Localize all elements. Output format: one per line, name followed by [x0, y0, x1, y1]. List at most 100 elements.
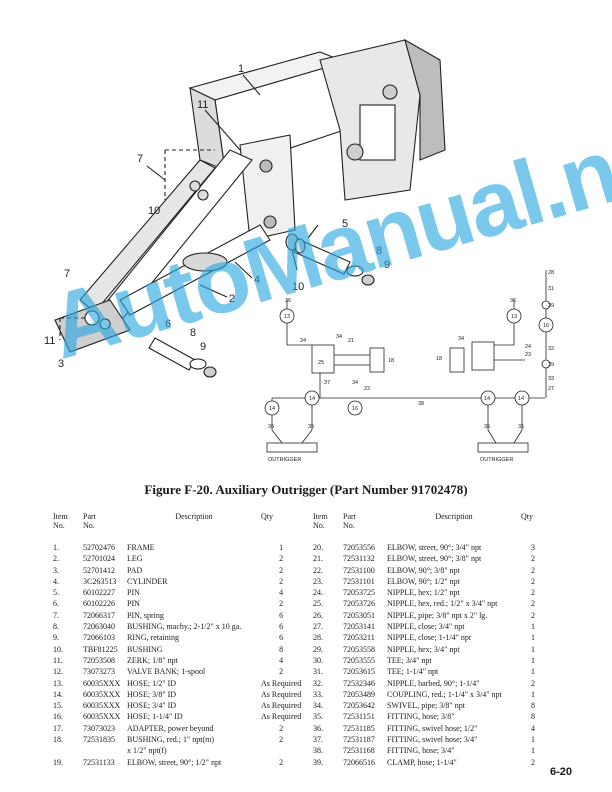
item-number: 17. [53, 723, 63, 733]
outrigger-diagram: 1 11 7 10 5 8 9 4 2 7 6 11 3 8 9 10 [44, 38, 554, 463]
svg-text:35: 35 [484, 424, 490, 430]
svg-text:34: 34 [352, 380, 358, 386]
svg-text:36: 36 [285, 298, 291, 304]
part-description: ADAPTER, power beyond [127, 723, 214, 733]
item-number: 28. [313, 633, 323, 643]
item-number: 8. [53, 622, 59, 632]
svg-text:25: 25 [318, 360, 324, 366]
part-description: TEE; 3/4" npt [387, 655, 432, 665]
part-number: 72066103 [83, 633, 115, 643]
part-description: CYLINDER [127, 576, 168, 586]
callout-label: 11 [197, 99, 208, 111]
part-description: LEG [127, 554, 143, 564]
part-qty: 2 [279, 757, 284, 767]
item-number: 24. [313, 588, 323, 598]
part-description: NIPPLE, hex; 3/4" npt [387, 644, 460, 654]
svg-text:34: 34 [336, 334, 342, 340]
part-number: 72053508 [83, 655, 115, 665]
part-number: 72053051 [343, 610, 375, 620]
part-number: 52701024 [83, 554, 115, 564]
item-number: 15. [53, 701, 63, 711]
part-description: BUSHING, machy.; 2-1/2" x 10 ga. [127, 622, 242, 632]
item-number: 34. [313, 701, 323, 711]
part-description: BUSHING [127, 644, 163, 654]
part-description: RING, retaining [127, 633, 179, 643]
part-description: CLAMP, hose; 1-1/4" [387, 757, 457, 767]
part-number: 60035XXX [83, 678, 121, 688]
part-description: ELBOW, street, 90°; 1/2" npt [127, 757, 222, 767]
part-number: 72053558 [343, 644, 375, 654]
diagram-callouts: 1 11 7 10 5 8 9 4 2 7 6 11 3 8 9 10 [44, 63, 390, 370]
part-number: 72066317 [83, 610, 115, 620]
svg-text:37: 37 [324, 380, 330, 386]
part-qty: 4 [279, 655, 284, 665]
part-description: FITTING, swivel hose; 1/2" [387, 723, 478, 733]
part-description: PIN [127, 588, 140, 598]
item-number: 11. [53, 655, 63, 665]
svg-text:23: 23 [525, 352, 531, 358]
callout-label: 9 [200, 341, 206, 353]
part-description: NIPPLE, hex; 1/2" npt [387, 588, 460, 598]
part-qty: 8 [531, 712, 535, 722]
item-number: 32. [313, 678, 323, 688]
part-description: FRAME [127, 543, 155, 552]
schematic-numbers: 36 13 24 34 21 25 18 37 34 22 14 14 16 3… [268, 270, 554, 463]
item-number: 36. [313, 723, 323, 733]
part-description: NIPPLE, barbed, 90°; 1-1/4" [387, 678, 480, 688]
part-qty: 2 [531, 554, 535, 564]
part-number: 72053489 [343, 689, 375, 699]
part-qty: 2 [279, 723, 284, 733]
svg-text:31: 31 [548, 286, 554, 292]
svg-text:34: 34 [458, 336, 464, 342]
part-qty: 6 [279, 610, 284, 620]
callout-label: 7 [64, 268, 70, 280]
item-number: 9. [53, 633, 59, 643]
item-number: 1. [53, 543, 59, 552]
header-description: Description [175, 512, 213, 521]
part-description: NIPPLE, close; 3/4" npt [387, 622, 465, 632]
part-qty: 2 [531, 610, 535, 620]
svg-text:13: 13 [284, 314, 290, 320]
part-number: 72531185 [343, 723, 375, 733]
outrigger-label-right: OUTRIGGER [480, 457, 513, 463]
item-number: 13. [53, 678, 63, 688]
item-number: 7. [53, 610, 59, 620]
part-description: VALVE BANK; 1-spool [127, 667, 206, 677]
item-number: 10. [53, 644, 63, 654]
callout-label: 4 [254, 274, 260, 286]
part-qty: 2 [531, 599, 535, 609]
item-number: 21. [313, 554, 323, 564]
item-number: 30. [313, 655, 323, 665]
callout-label: 8 [190, 327, 196, 339]
part-qty: 1 [531, 689, 535, 699]
callout-label: 11 [44, 335, 55, 347]
svg-text:36: 36 [510, 298, 516, 304]
part-qty: 2 [279, 576, 284, 586]
svg-text:16: 16 [543, 323, 549, 329]
callout-label: 1 [238, 63, 244, 75]
part-description: HOSE; 3/8" ID [127, 689, 177, 699]
part-number: 72531132 [343, 554, 375, 564]
part-number: 73073273 [83, 667, 115, 677]
